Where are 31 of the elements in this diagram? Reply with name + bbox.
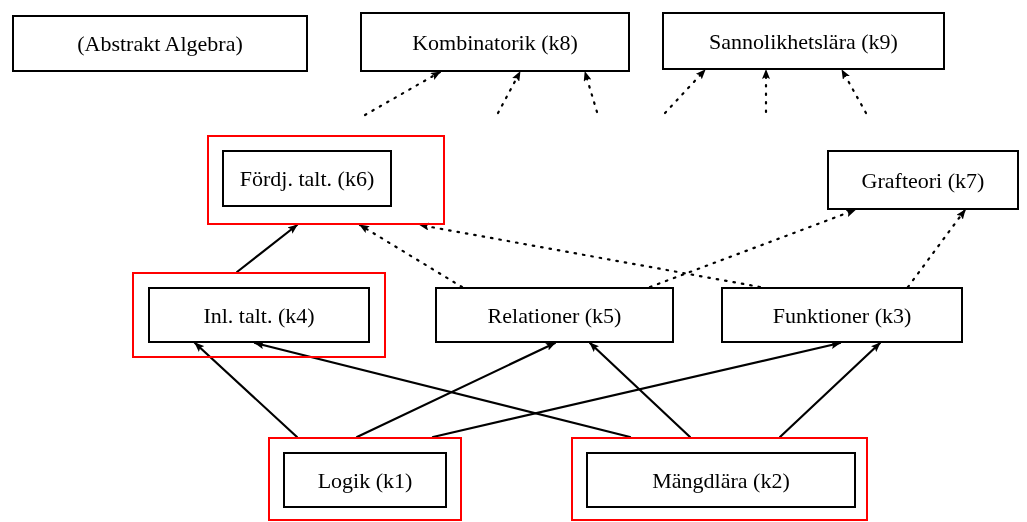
arrow xyxy=(418,222,762,289)
arrow xyxy=(588,341,692,439)
topic-box: Funktioner (k3) xyxy=(721,287,963,343)
arrow xyxy=(253,341,632,439)
arrow xyxy=(583,70,599,114)
arrow xyxy=(496,70,522,115)
arrow xyxy=(431,341,842,439)
arrow xyxy=(358,223,464,289)
topic-box: Kombinatorik (k8) xyxy=(360,12,630,72)
arrow xyxy=(762,68,770,114)
topic-box: Fördj. talt. (k6) xyxy=(222,150,392,207)
topic-box: Grafteori (k7) xyxy=(827,150,1019,210)
highlight-frame xyxy=(207,135,445,225)
arrow xyxy=(648,208,857,289)
topic-box: (Abstrakt Algebra) xyxy=(12,15,308,72)
arrow xyxy=(906,208,967,289)
arrow xyxy=(363,70,442,117)
topic-box: Sannolikhetslära (k9) xyxy=(662,12,945,70)
highlight-frame xyxy=(268,437,462,521)
highlight-frame xyxy=(132,272,386,358)
topic-box: Mängdlära (k2) xyxy=(586,452,856,508)
topic-box: Relationer (k5) xyxy=(435,287,674,343)
arrow xyxy=(778,341,882,439)
arrow xyxy=(235,223,299,274)
arrow xyxy=(840,68,868,115)
arrow xyxy=(193,341,299,439)
arrow xyxy=(663,68,707,115)
topic-box: Inl. talt. (k4) xyxy=(148,287,370,343)
highlight-frame xyxy=(571,437,868,521)
arrow xyxy=(355,341,557,439)
topic-box: Logik (k1) xyxy=(283,452,447,508)
